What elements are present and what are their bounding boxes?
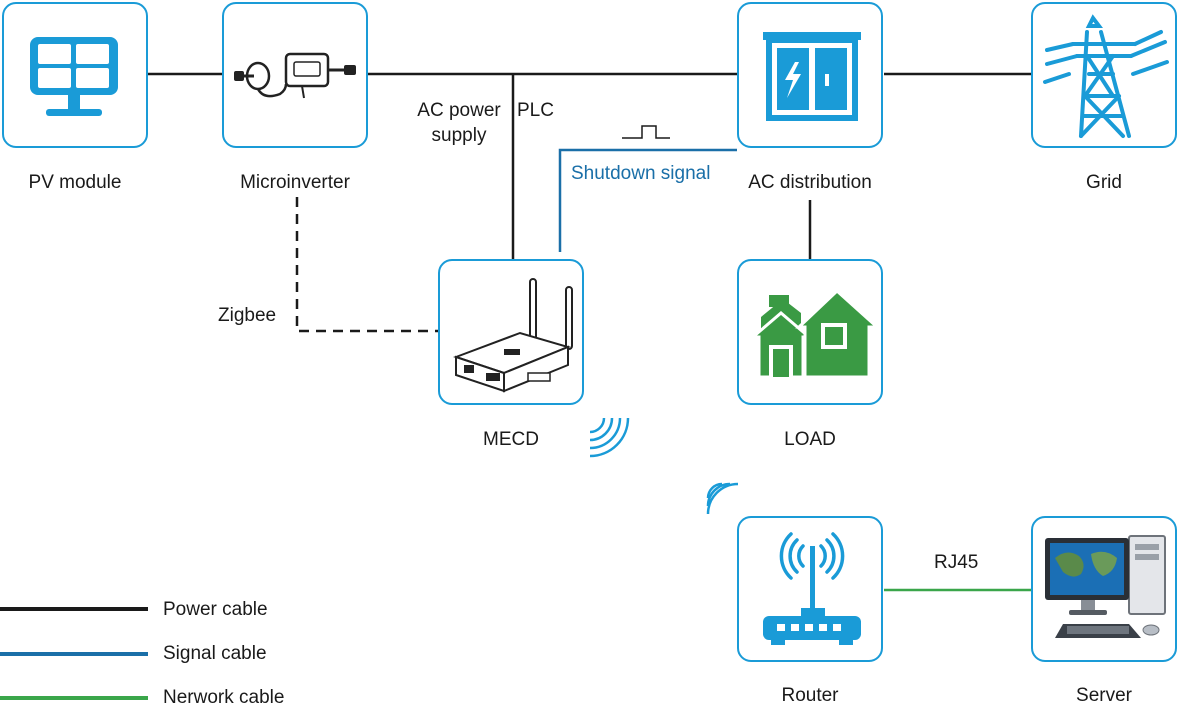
- solar-panel-icon: [30, 37, 118, 116]
- router-icon: [763, 532, 861, 645]
- server-label: Server: [1076, 685, 1132, 706]
- ac-power-supply-label-line2: supply: [431, 125, 487, 146]
- grid-label: Grid: [1086, 172, 1122, 193]
- mecd-node: [438, 259, 584, 405]
- mecd-wireless-icon: [589, 417, 630, 458]
- shutdown-pulse-icon: [622, 125, 670, 139]
- ac-distribution-label: AC distribution: [748, 172, 872, 193]
- grid-node: [1031, 2, 1177, 148]
- rj45-label: RJ45: [934, 552, 979, 573]
- load-label: LOAD: [784, 429, 836, 450]
- legend-signal-label: Signal cable: [163, 643, 267, 664]
- shutdown-signal-label: Shutdown signal: [571, 163, 711, 184]
- power-tower-icon: [1043, 14, 1169, 138]
- router-label: Router: [781, 685, 839, 706]
- server-node: [1031, 516, 1177, 662]
- ac-distribution-node: [737, 2, 883, 148]
- zigbee-dashed-line: [295, 197, 438, 333]
- distribution-cabinet-icon: [763, 32, 861, 121]
- plc-label: PLC: [517, 100, 554, 121]
- signal-line-shutdown: [558, 148, 737, 252]
- router-node: [737, 516, 883, 662]
- zigbee-label: Zigbee: [218, 305, 277, 326]
- mecd-label: MECD: [483, 429, 539, 450]
- gateway-device-icon: [453, 278, 573, 393]
- ac-power-supply-label-line1: AC power: [417, 100, 501, 121]
- pv-module-node: [2, 2, 148, 148]
- legend-power-label: Power cable: [163, 599, 268, 620]
- router-wireless-icon: [706, 482, 739, 515]
- legend-network-label: Nerwork cable: [163, 687, 285, 708]
- microinverter-label: Microinverter: [240, 172, 350, 193]
- microinverter-icon: [234, 52, 356, 99]
- pv-module-label: PV module: [28, 172, 122, 193]
- houses-icon: [748, 288, 881, 379]
- computer-icon: [1045, 535, 1166, 638]
- microinverter-node: [222, 2, 368, 148]
- load-node: [737, 259, 883, 405]
